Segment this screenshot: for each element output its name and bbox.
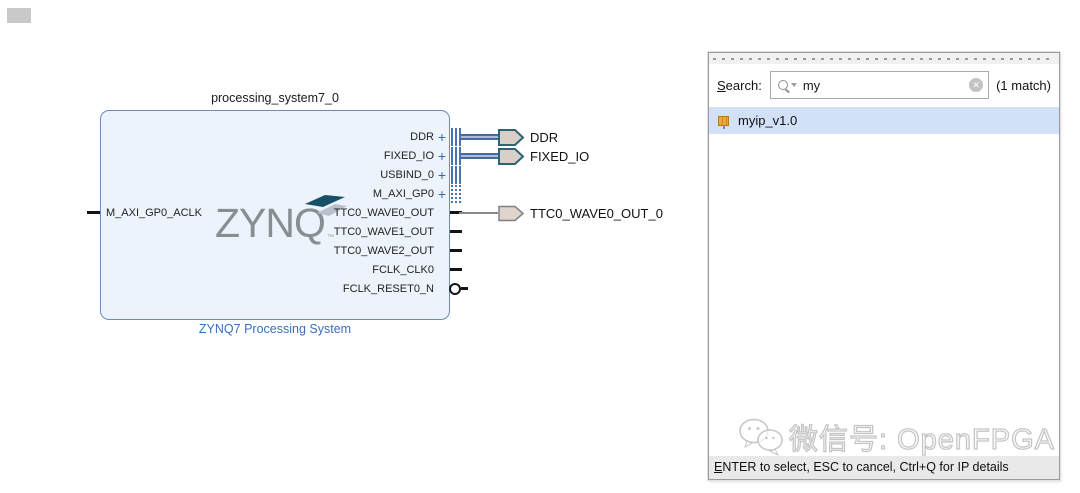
search-row: Search: my ✕ (1 match): [709, 64, 1059, 107]
bus-connection-fixed-io[interactable]: [461, 153, 498, 159]
port-fclk-reset0-n[interactable]: FCLK_RESET0_N: [342, 283, 434, 295]
search-result-item-myip[interactable]: myip_v1.0: [709, 107, 1059, 134]
port-m-axi-gp0[interactable]: M_AXI_GP0: [372, 188, 434, 200]
external-port-icon-fixed-io[interactable]: [498, 148, 525, 165]
wechat-icon: [739, 418, 783, 457]
search-icon[interactable]: [777, 80, 788, 90]
port-fclk-clk0[interactable]: FCLK_CLK0: [372, 264, 434, 276]
pin-stub-m-axi-gp0-aclk[interactable]: [87, 211, 100, 214]
external-port-icon-ddr[interactable]: [498, 129, 525, 146]
zynq-logo-text: ZYNQ: [215, 200, 326, 246]
clear-search-icon[interactable]: ✕: [969, 78, 984, 92]
port-ttc0-wave2-out[interactable]: TTC0_WAVE2_OUT: [333, 245, 434, 257]
port-ddr[interactable]: DDR: [410, 131, 434, 143]
expand-icon-ddr[interactable]: +: [437, 129, 447, 145]
corner-artifact: [7, 8, 31, 23]
pin-stub-fclk-clk0[interactable]: [450, 268, 462, 271]
search-query-text[interactable]: my: [802, 77, 821, 93]
port-m-axi-gp0-aclk[interactable]: M_AXI_GP0_ACLK: [106, 207, 202, 219]
expand-icon-fixed-io[interactable]: +: [437, 148, 447, 164]
pin-stub-ttc0-wave0-out[interactable]: [450, 211, 462, 214]
watermark: 微信号: OpenFPGA: [737, 416, 1055, 458]
footer-hint-rest: NTER to select, ESC to cancel, Ctrl+Q fo…: [722, 460, 1009, 474]
search-input[interactable]: my ✕: [769, 71, 990, 99]
match-count: (1 match): [996, 77, 1051, 93]
popup-footer-hint: ENTER to select, ESC to cancel, Ctrl+Q f…: [709, 456, 1059, 479]
block-caption: ZYNQ7 Processing System: [198, 322, 352, 336]
external-port-icon-ttc0-wave0-out-0[interactable]: [498, 205, 525, 222]
search-result-label: myip_v1.0: [738, 113, 798, 128]
pin-stub-ttc0-wave1-out[interactable]: [450, 230, 462, 233]
processing-system-block[interactable]: [100, 110, 450, 320]
ip-search-popup: Search: my ✕ (1 match) myip_v1.0 微信号: Op…: [708, 52, 1060, 480]
zynq-logo: ZYNQ ™: [215, 195, 347, 250]
bus-connection-ddr[interactable]: [461, 134, 498, 140]
zynq-logo-trademark: ™: [327, 234, 334, 241]
port-usbind-0[interactable]: USBIND_0: [380, 169, 434, 181]
port-fixed-io[interactable]: FIXED_IO: [383, 150, 434, 162]
port-ttc0-wave0-out[interactable]: TTC0_WAVE0_OUT: [333, 207, 434, 219]
search-label-rest: earch:: [725, 77, 762, 93]
pin-stub-ttc0-wave2-out[interactable]: [450, 249, 462, 252]
search-options-caret-icon[interactable]: [790, 83, 797, 87]
search-label-mnemonic: S: [717, 77, 726, 93]
block-instance-name: processing_system7_0: [211, 91, 339, 105]
port-ttc0-wave1-out[interactable]: TTC0_WAVE1_OUT: [333, 226, 434, 238]
search-label: Search:: [717, 78, 762, 93]
external-port-fixed-io[interactable]: FIXED_IO: [530, 149, 590, 164]
expand-icon-usbind-0[interactable]: +: [437, 167, 447, 183]
interface-stub-fixed-io[interactable]: [451, 147, 461, 165]
footer-hint-mnemonic: E: [714, 460, 723, 474]
interface-stub-m-axi-gp0[interactable]: [451, 185, 461, 203]
watermark-text: 微信号: OpenFPGA: [788, 423, 1055, 456]
zynq-logo-arrow-icon: [305, 195, 347, 216]
pin-ring-fclk-reset0-n[interactable]: [449, 283, 461, 295]
interface-stub-ddr[interactable]: [451, 128, 461, 146]
popup-drag-handle[interactable]: [709, 53, 1059, 64]
expand-icon-m-axi-gp0[interactable]: +: [437, 186, 447, 202]
pin-stub-fclk-reset0-n[interactable]: [461, 287, 468, 290]
external-port-ddr[interactable]: DDR: [530, 130, 559, 145]
wire-connection-ttc0-wave0-out[interactable]: [459, 212, 498, 214]
interface-stub-usbind-0[interactable]: [451, 166, 461, 184]
ip-core-icon: [718, 115, 729, 129]
external-port-ttc0-wave0-out-0[interactable]: TTC0_WAVE0_OUT_0: [530, 206, 663, 221]
